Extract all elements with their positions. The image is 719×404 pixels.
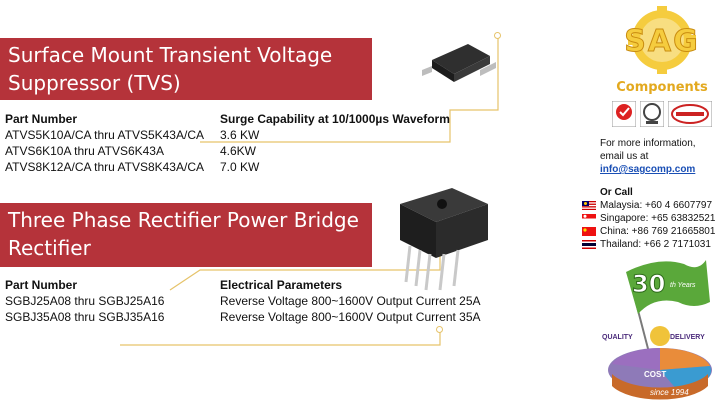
info-line2: email us at [600,151,649,162]
phone-text: Thailand: +66 2 7171031 [600,239,711,250]
phone-singapore: Singapore: +65 63832521 [582,212,718,225]
since-label: since 1994 [650,388,689,397]
part-number: SGBJ35A08 thru SGBJ35A16 [5,310,165,324]
phone-china: China: +86 769 21665801 [582,225,718,238]
gear-logo-icon [628,6,696,74]
surge-value: 7.0 KW [220,160,260,174]
section2-title-line2: Rectifier [8,236,91,260]
table-row: ATVS6K10A thru ATVS6K43A 4.6KW [5,143,450,159]
years-number: 30 [631,270,666,299]
info-line1: For more information, [600,138,696,149]
table-row: SGBJ25A08 thru SGBJ25A16 Reverse Voltage… [5,293,481,309]
sag-logo: SAG Components [612,6,712,98]
sgs-cert-icon [612,101,636,127]
ukas-cert-icon [640,101,664,127]
years-suffix: th Years [670,282,696,289]
section1-title-line2: Suppressor (TVS) [8,71,181,95]
quality-label: QUALITY [602,334,633,341]
thailand-flag-icon [582,240,596,249]
section2-banner: Three Phase Rectifier Power Bridge Recti… [0,203,372,267]
call-info: Or Call Malaysia: +60 4 6607797 Singapor… [582,186,718,251]
section2-col1-header: Part Number [5,278,78,292]
table-row: ATVS5K10A/CA thru ATVS5K43A/CA 3.6 KW [5,127,450,143]
electrical-value: Reverse Voltage 800~1600V Output Current… [220,294,481,308]
phone-text: Malaysia: +60 4 6607797 [600,200,713,211]
section1-table-header: Part Number Surge Capability at 10/1000µ… [5,111,450,127]
section1-title-line1: Surface Mount Transient Voltage [8,43,333,67]
standards-cert-icon [668,101,712,127]
logo-sub-text: Components [616,80,708,95]
surge-value: 4.6KW [220,144,257,158]
tvs-package-image [422,44,496,82]
part-number: ATVS5K10A/CA thru ATVS5K43A/CA [5,128,204,142]
phone-text: Singapore: +65 63832521 [600,213,716,224]
contact-info: For more information, email us at info@s… [600,137,718,176]
electrical-value: Reverse Voltage 800~1600V Output Current… [220,310,481,324]
table-row: SGBJ35A08 thru SGBJ35A16 Reverse Voltage… [5,309,481,325]
connector-dot [494,32,501,39]
section2-table-header: Part Number Electrical Parameters [5,277,481,293]
china-flag-icon [582,227,596,236]
phone-text: China: +86 769 21665801 [600,226,716,237]
phone-malaysia: Malaysia: +60 4 6607797 [582,199,718,212]
connector-dot [436,326,443,333]
section1-banner: Surface Mount Transient Voltage Suppress… [0,38,372,100]
section1-col1-header: Part Number [5,112,78,126]
delivery-label: DELIVERY [670,334,705,341]
logo-brand-text: SAG [624,24,700,60]
certification-badges [612,100,714,128]
section1-table: Part Number Surge Capability at 10/1000µ… [5,111,450,175]
part-number: ATVS6K10A thru ATVS6K43A [5,144,164,158]
malaysia-flag-icon [582,201,596,210]
part-number: ATVS8K12A/CA thru ATVS8K43A/CA [5,160,204,174]
cost-label: COST [644,370,667,379]
section2-col2-header: Electrical Parameters [220,278,343,292]
email-link[interactable]: info@sagcomp.com [600,164,696,175]
phone-thailand: Thailand: +66 2 7171031 [582,238,718,251]
bridge-rectifier-image [400,188,488,291]
surge-value: 3.6 KW [220,128,260,142]
section2-table: Part Number Electrical Parameters SGBJ25… [5,277,481,325]
section2-title-line1: Three Phase Rectifier Power Bridge [8,208,359,232]
part-number: SGBJ25A08 thru SGBJ25A16 [5,294,165,308]
call-heading: Or Call [600,187,633,198]
table-row: ATVS8K12A/CA thru ATVS8K43A/CA 7.0 KW [5,159,450,175]
anniversary-graphic-icon [608,260,712,400]
section1-col2-header: Surge Capability at 10/1000µs Waveform [220,112,450,126]
singapore-flag-icon [582,214,596,223]
anniversary-badge: 30 th Years QUALITY DELIVERY COST since … [598,252,716,402]
